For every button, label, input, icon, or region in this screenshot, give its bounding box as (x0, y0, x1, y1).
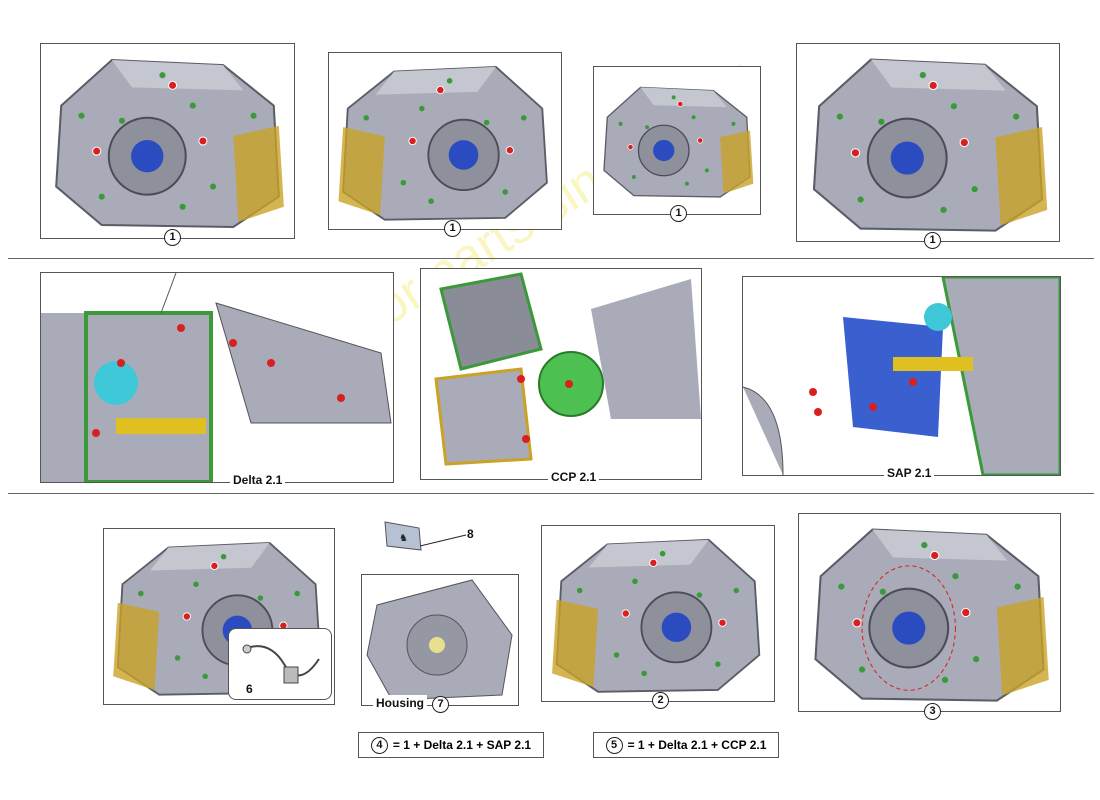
wiring-harness-inset[interactable] (228, 628, 332, 700)
housing-illustration (366, 579, 513, 701)
ref-number-2: 2 (652, 692, 669, 709)
leader-line (420, 534, 467, 547)
ref-number: 1 (924, 232, 941, 249)
clip-icon: ♞ (384, 521, 422, 551)
sap-label: SAP 2.1 (884, 465, 935, 481)
ref-number-5: 5 (605, 736, 623, 754)
divider (8, 493, 1094, 494)
housing-view[interactable] (361, 574, 519, 706)
ref-number-7: 7 (432, 696, 449, 713)
sap-illustration (743, 277, 1060, 475)
ref-number: 1 (670, 205, 687, 222)
delta-illustration (41, 273, 392, 482)
gearbox-illustration (329, 53, 561, 229)
ccp-label: CCP 2.1 (548, 469, 600, 485)
gearbox-illustration (41, 44, 294, 238)
gearbox-illustration (542, 526, 774, 701)
svg-text:♞: ♞ (399, 533, 408, 544)
ccp-2-1-view[interactable] (420, 268, 702, 480)
assembly-view-1c[interactable] (593, 66, 761, 215)
assembly-view-1d[interactable] (796, 43, 1060, 242)
housing-label: Housing (373, 695, 427, 711)
assembly-view-3[interactable] (798, 513, 1061, 712)
legend-item-4: 4 = 1 + Delta 2.1 + SAP 2.1 (358, 732, 544, 758)
wiring-harness-icon (242, 644, 320, 684)
legend-text: = 1 + Delta 2.1 + CCP 2.1 (627, 738, 767, 752)
legend-text: = 1 + Delta 2.1 + SAP 2.1 (392, 738, 532, 752)
clip-part-8[interactable]: ♞ (383, 520, 423, 552)
gearbox-illustration (799, 514, 1060, 711)
assembly-view-1b[interactable] (328, 52, 562, 230)
ref-number: 1 (164, 229, 181, 246)
callout-6: 6 (246, 682, 253, 696)
gearbox-illustration (797, 44, 1059, 241)
delta-label: Delta 2.1 (230, 472, 286, 488)
sap-2-1-view[interactable] (742, 276, 1061, 476)
divider (8, 258, 1094, 259)
ref-number-3: 3 (924, 703, 941, 720)
callout-8: 8 (467, 527, 474, 541)
delta-2-1-view[interactable] (40, 272, 394, 483)
assembly-view-1a[interactable] (40, 43, 295, 239)
ccp-illustration (434, 272, 701, 466)
ref-number: 1 (444, 220, 461, 237)
legend-item-5: 5 = 1 + Delta 2.1 + CCP 2.1 (593, 732, 779, 758)
gearbox-illustration (594, 67, 760, 214)
assembly-view-2[interactable] (541, 525, 775, 702)
ref-number-4: 4 (370, 736, 388, 754)
